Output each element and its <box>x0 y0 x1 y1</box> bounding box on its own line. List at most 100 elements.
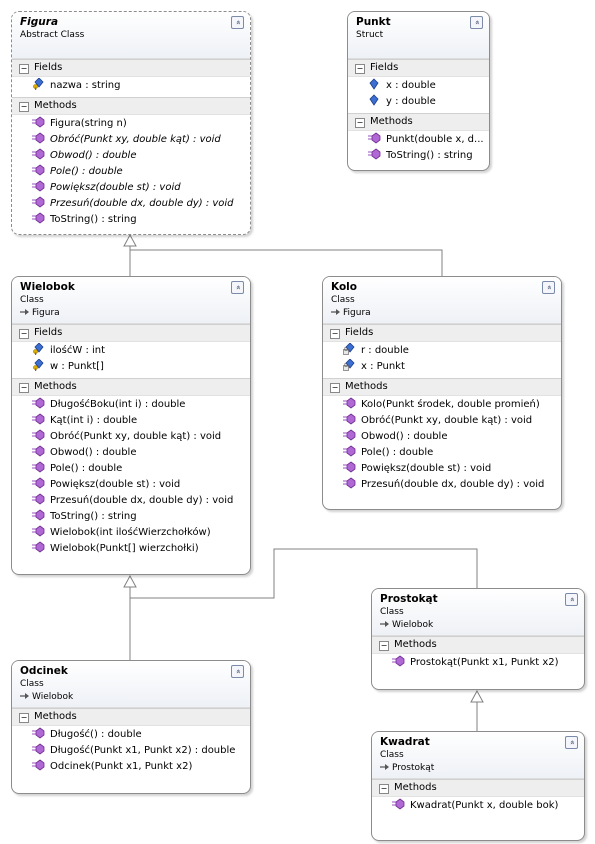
class-name: Wielobok <box>20 281 75 293</box>
section-header-methods[interactable]: −Methods <box>372 636 584 654</box>
collapse-chevron-icon[interactable]: « <box>565 736 578 749</box>
method-icon <box>343 445 356 457</box>
collapse-chevron-icon[interactable]: « <box>231 16 244 29</box>
member-row[interactable]: Obróć(Punkt xy, double kąt) : void <box>12 132 250 148</box>
section-header-methods[interactable]: −Methods <box>12 708 250 726</box>
section-header-fields[interactable]: −Fields <box>348 59 489 77</box>
member-row[interactable]: Przesuń(double dx, double dy) : void <box>12 196 250 212</box>
member-row[interactable]: Obwod() : double <box>12 148 250 164</box>
member-text: Długość() : double <box>50 729 142 740</box>
base-class-line: Wielobok <box>20 691 242 704</box>
member-row[interactable]: r : double <box>323 342 561 359</box>
method-icon <box>32 429 45 441</box>
member-row[interactable]: Figura(string n) <box>12 116 250 132</box>
method-icon <box>32 727 45 739</box>
member-row[interactable]: w : Punkt[] <box>12 358 250 375</box>
member-row[interactable]: Kąt(int i) : double <box>12 413 250 429</box>
member-row[interactable]: Przesuń(double dx, double dy) : void <box>12 493 250 509</box>
section-header-fields[interactable]: −Fields <box>12 59 250 77</box>
member-row[interactable]: Wielobok(int ilośćWierzchołków) <box>12 525 250 541</box>
member-text: Prostokąt(Punkt x1, Punkt x2) <box>410 657 559 668</box>
collapse-toggle-icon[interactable]: − <box>330 383 340 393</box>
collapse-toggle-icon[interactable]: − <box>19 102 29 112</box>
member-row[interactable]: DługośćBoku(int i) : double <box>12 397 250 413</box>
member-text: r : double <box>361 345 409 356</box>
member-row[interactable]: Odcinek(Punkt x1, Punkt x2) <box>12 759 250 775</box>
section-header-methods[interactable]: −Methods <box>12 97 250 115</box>
collapse-chevron-icon[interactable]: « <box>565 593 578 606</box>
collapse-toggle-icon[interactable]: − <box>355 118 365 128</box>
private-field-icon <box>343 342 356 355</box>
member-row[interactable]: x : double <box>348 78 489 94</box>
section-header-methods[interactable]: −Methods <box>12 378 250 396</box>
member-row[interactable]: Kwadrat(Punkt x, double bok) <box>372 798 584 814</box>
member-text: Obwod() : double <box>50 150 137 161</box>
section-header-methods[interactable]: −Methods <box>348 113 489 131</box>
member-row[interactable]: ilośćW : int <box>12 342 250 359</box>
member-row[interactable]: Kolo(Punkt środek, double promień) <box>323 397 561 413</box>
section-header-fields[interactable]: −Fields <box>12 324 250 342</box>
member-row[interactable]: x : Punkt <box>323 358 561 375</box>
class-kind: Abstract Class <box>20 30 85 40</box>
member-row[interactable]: Długość() : double <box>12 727 250 743</box>
collapse-chevron-icon[interactable]: « <box>231 665 244 678</box>
member-row[interactable]: Prostokąt(Punkt x1, Punkt x2) <box>372 655 584 671</box>
member-text: Kolo(Punkt środek, double promień) <box>361 399 540 410</box>
collapse-toggle-icon[interactable]: − <box>19 383 29 393</box>
protected-field-icon <box>32 358 45 371</box>
member-row[interactable]: ToString() : string <box>12 212 250 228</box>
member-row[interactable]: Punkt(double x, d... <box>348 132 489 148</box>
collapse-chevron-icon[interactable]: « <box>470 16 483 29</box>
member-row[interactable]: Powiększ(double st) : void <box>12 477 250 493</box>
member-row[interactable]: Wielobok(Punkt[] wierzchołki) <box>12 541 250 557</box>
method-icon <box>32 493 45 505</box>
collapse-toggle-icon[interactable]: − <box>355 64 365 74</box>
member-row[interactable]: Przesuń(double dx, double dy) : void <box>323 477 561 493</box>
collapse-toggle-icon[interactable]: − <box>330 329 340 339</box>
collapse-chevron-icon[interactable]: « <box>542 281 555 294</box>
method-icon <box>368 132 381 144</box>
member-row[interactable]: nazwa : string <box>12 77 250 94</box>
method-icon <box>392 655 405 667</box>
collapse-toggle-icon[interactable]: − <box>379 641 389 651</box>
collapse-toggle-icon[interactable]: − <box>379 784 389 794</box>
member-row[interactable]: Pole() : double <box>12 164 250 180</box>
member-text: Przesuń(double dx, double dy) : void <box>361 479 545 490</box>
member-row[interactable]: Pole() : double <box>12 461 250 477</box>
collapse-chevron-icon[interactable]: « <box>231 281 244 294</box>
member-text: Pole() : double <box>50 463 123 474</box>
member-text: x : Punkt <box>361 361 405 372</box>
member-row[interactable]: y : double <box>348 94 489 110</box>
base-class-name: Prostokąt <box>392 763 435 773</box>
member-row[interactable]: Obwod() : double <box>12 445 250 461</box>
member-row[interactable]: Powiększ(double st) : void <box>323 461 561 477</box>
member-row[interactable]: Długość(Punkt x1, Punkt x2) : double <box>12 743 250 759</box>
member-row[interactable]: ToString() : string <box>348 148 489 164</box>
member-row[interactable]: ToString() : string <box>12 509 250 525</box>
collapse-toggle-icon[interactable]: − <box>19 329 29 339</box>
member-row[interactable]: Obróć(Punkt xy, double kąt) : void <box>323 413 561 429</box>
member-text: x : double <box>386 80 436 91</box>
member-text: Obróć(Punkt xy, double kąt) : void <box>50 134 221 145</box>
member-row[interactable]: Pole() : double <box>323 445 561 461</box>
class-kind: Class <box>20 295 44 305</box>
member-row[interactable]: Powiększ(double st) : void <box>12 180 250 196</box>
collapse-toggle-icon[interactable]: − <box>19 713 29 723</box>
member-row[interactable]: Obróć(Punkt xy, double kąt) : void <box>12 429 250 445</box>
method-icon <box>32 212 45 224</box>
collapse-toggle-icon[interactable]: − <box>19 64 29 74</box>
section-header-fields[interactable]: −Fields <box>323 324 561 342</box>
section-header-methods[interactable]: −Methods <box>323 378 561 396</box>
section-header-methods[interactable]: −Methods <box>372 779 584 797</box>
member-row[interactable]: Obwod() : double <box>323 429 561 445</box>
